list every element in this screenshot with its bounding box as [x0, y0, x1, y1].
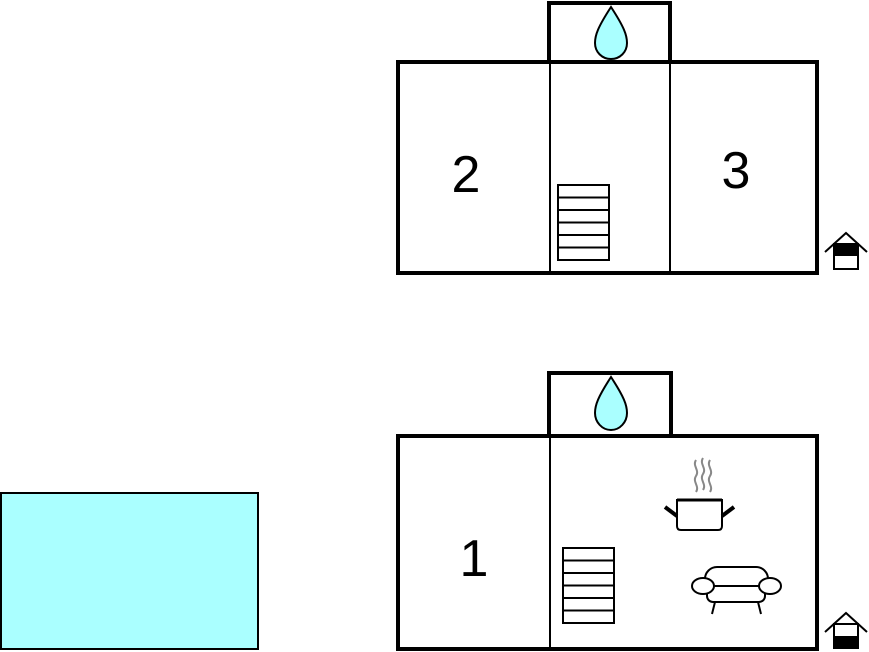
water-drop-icon — [593, 375, 629, 432]
swimming-pool — [0, 492, 259, 650]
stairs-icon — [562, 547, 615, 624]
room-label-1: 1 — [460, 530, 489, 588]
house-floor-icon — [824, 231, 868, 270]
cooking-pot-icon — [663, 457, 736, 531]
upper-floor-plan: 2 3 — [396, 1, 868, 275]
ground-floor-plan: 1 — [396, 371, 868, 651]
room-label-2: 2 — [452, 146, 481, 204]
water-drop-icon — [593, 5, 629, 61]
stairs-icon — [557, 184, 610, 261]
sofa-icon — [691, 566, 782, 615]
house-floor-icon — [824, 611, 868, 649]
room-label-3: 3 — [722, 142, 751, 200]
